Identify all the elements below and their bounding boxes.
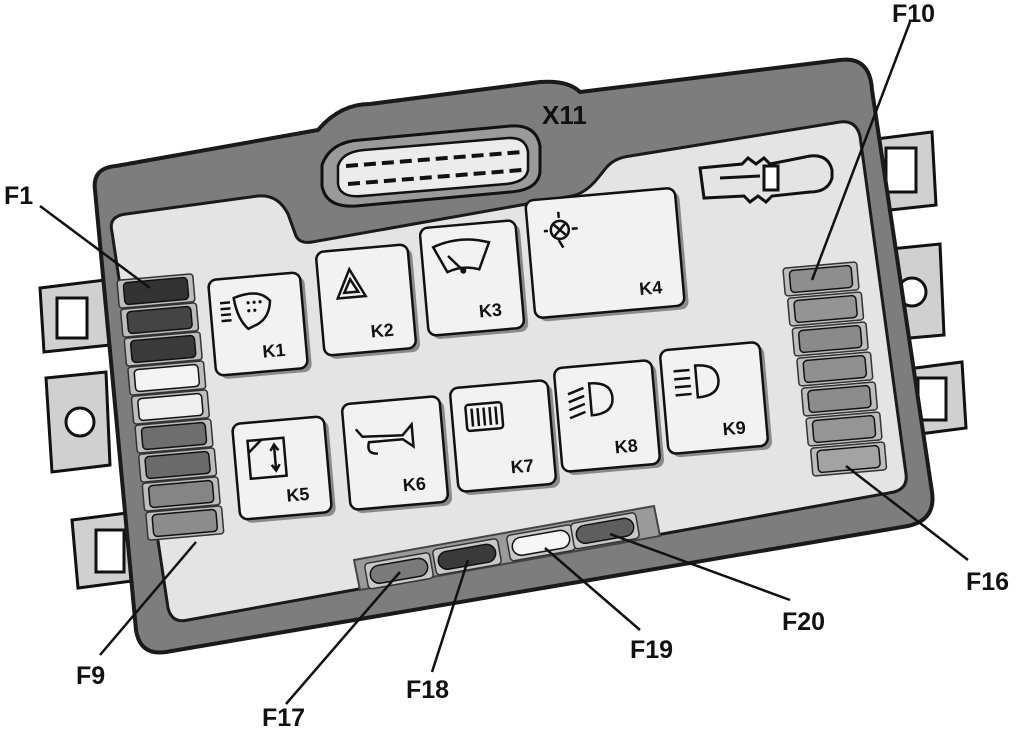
fuse-right-5[interactable] — [800, 381, 878, 417]
relay-label: K2 — [370, 320, 395, 342]
relay-k6[interactable]: K6 — [340, 395, 453, 514]
label-f16: F16 — [966, 568, 1009, 596]
label-f1: F1 — [4, 182, 33, 210]
connector-x11: X11 — [320, 100, 587, 208]
lamp-bulb-icon — [543, 211, 578, 249]
fuse-left-9[interactable] — [145, 505, 225, 541]
relay-k2[interactable]: K2 — [315, 243, 421, 360]
relay-label: K7 — [510, 455, 535, 477]
fuse-right-2[interactable] — [787, 291, 865, 327]
label-f19: F19 — [630, 636, 673, 664]
fuse-group-left — [116, 273, 225, 541]
fuse-left-4[interactable] — [127, 360, 207, 396]
relay-label: K5 — [286, 484, 311, 506]
rear-defrost-icon — [464, 401, 505, 433]
relay-k5[interactable]: K5 — [231, 415, 336, 524]
fuse-left-1[interactable] — [116, 273, 196, 309]
label-f17: F17 — [262, 704, 305, 732]
fuse-right-1[interactable] — [782, 261, 860, 297]
fuse-left-6[interactable] — [134, 418, 214, 454]
relay-label: K9 — [722, 417, 747, 439]
power-window-icon — [246, 436, 289, 481]
relay-k1[interactable]: K1 — [207, 271, 312, 380]
fuse-left-7[interactable] — [138, 447, 218, 483]
fuse-left-5[interactable] — [130, 389, 210, 425]
fuse-left-2[interactable] — [120, 302, 200, 338]
high-beam-icon — [673, 364, 720, 399]
label-f20: F20 — [782, 608, 825, 636]
fuse-group-right — [782, 261, 888, 477]
relay-label: K3 — [478, 300, 503, 322]
wiper-icon — [431, 238, 491, 274]
relay-k4[interactable]: K4 — [524, 187, 689, 322]
fuse-labels: F1 F9 F10 F16 F17 F18 F19 F20 — [4, 0, 1009, 732]
leader-lines — [39, 21, 969, 705]
relay-k3[interactable]: K3 — [418, 219, 529, 340]
relay-k9[interactable]: K9 — [659, 341, 773, 458]
relay-label: K6 — [402, 473, 427, 495]
horn-icon — [354, 421, 415, 455]
fuse-puller-icon — [698, 154, 834, 204]
relay-label: K1 — [262, 340, 287, 362]
label-f9: F9 — [76, 662, 105, 690]
fuse-right-7[interactable] — [810, 441, 888, 477]
label-f10: F10 — [892, 0, 935, 28]
label-f18: F18 — [406, 676, 449, 704]
connector-label: X11 — [542, 100, 587, 130]
fuse-bottom-2[interactable] — [432, 538, 502, 576]
fuse-right-6[interactable] — [805, 411, 883, 447]
relay-label: K4 — [638, 277, 663, 299]
fuse-right-3[interactable] — [791, 321, 869, 357]
fuse-bottom-1[interactable] — [364, 552, 434, 590]
fuse-right-4[interactable] — [796, 351, 874, 387]
fuse-left-8[interactable] — [141, 476, 221, 512]
relay-label: K8 — [614, 435, 639, 457]
wiper-washer-icon — [219, 292, 272, 331]
relay-k7[interactable]: K7 — [449, 379, 561, 496]
relay-k8[interactable]: K8 — [553, 359, 665, 476]
fuse-bottom-4[interactable] — [570, 512, 640, 550]
fuse-left-3[interactable] — [123, 331, 203, 367]
fuse-group-bottom — [352, 504, 662, 592]
low-beam-icon — [567, 381, 614, 420]
hazard-triangle-icon — [335, 266, 368, 300]
